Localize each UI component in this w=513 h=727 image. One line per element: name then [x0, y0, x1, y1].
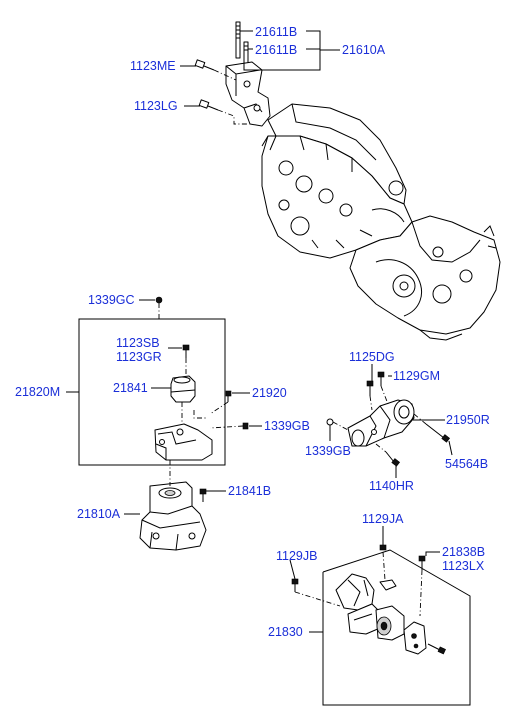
label-1123LX: 1123LX [442, 559, 485, 573]
label-1125DG: 1125DG [349, 350, 395, 364]
bolt-bottom [427, 643, 446, 655]
top-leaders [180, 30, 340, 125]
rubber-bushing [375, 605, 405, 641]
bolt-54564B [425, 423, 451, 443]
engine-mount-21810A [139, 481, 207, 551]
label-1339GB-right: 1339GB [305, 444, 351, 458]
label-1339GC: 1339GC [88, 293, 135, 307]
left-mount-parts [154, 296, 249, 461]
left-leaders [66, 299, 262, 515]
mount-bracket-lower [154, 423, 213, 461]
bolt-1129JB [291, 578, 299, 592]
label-1129JA: 1129JA [362, 512, 404, 526]
label-1123ME: 1123ME [130, 59, 176, 73]
bolt-1123ME [194, 59, 215, 71]
bolt-1123SB [182, 344, 190, 358]
bolt-21841B [199, 488, 207, 502]
engine-transaxle-assembly [261, 103, 501, 341]
engine-mounting-bracket [194, 21, 271, 127]
bracket-arm [335, 573, 375, 611]
bushing-21841 [170, 375, 196, 403]
clip [379, 579, 397, 591]
mount-box-21830 [322, 549, 471, 706]
label-21841: 21841 [113, 381, 148, 395]
label-21611B-a: 21611B [255, 25, 297, 39]
label-54564B: 54564B [445, 457, 488, 471]
bottom-mount-parts [291, 530, 446, 655]
label-1123GR: 1123GR [116, 350, 162, 364]
right-leaders [329, 364, 453, 478]
nut-1339GC [155, 296, 163, 304]
label-21920: 21920 [252, 386, 287, 400]
bolt-1129JA [379, 530, 387, 551]
label-21841B: 21841B [228, 484, 271, 498]
label-1140HR: 1140HR [369, 479, 414, 493]
label-1339GB-left: 1339GB [264, 419, 310, 433]
bolt-21838B [418, 555, 426, 570]
bolt-1123LG [198, 99, 219, 111]
label-1129JB: 1129JB [276, 549, 317, 563]
label-21611B-b: 21611B [255, 43, 297, 57]
label-1129GM: 1129GM [393, 369, 440, 383]
label-21950R: 21950R [446, 413, 490, 427]
bolt-21920 [225, 390, 232, 402]
label-1123LG: 1123LG [134, 99, 178, 113]
label-21610A: 21610A [342, 43, 386, 57]
label-21830: 21830 [268, 625, 303, 639]
nut-1339GB-right [326, 418, 334, 426]
bolt-1129GM [377, 371, 385, 386]
label-1123SB: 1123SB [116, 336, 160, 350]
bolt-1125DG [366, 380, 374, 396]
nut-1339GB-left [242, 422, 249, 430]
bottom-leaders [289, 526, 440, 633]
transaxle-mount-21950R [326, 371, 451, 467]
bolt-1140HR [385, 451, 401, 467]
end-plate [403, 621, 427, 655]
label-21810A: 21810A [77, 507, 121, 521]
label-21838B: 21838B [442, 545, 485, 559]
label-21820M: 21820M [15, 385, 60, 399]
part-labels: 21611B 21611B 21610A 1123ME 1123LG 1339G… [15, 25, 490, 639]
